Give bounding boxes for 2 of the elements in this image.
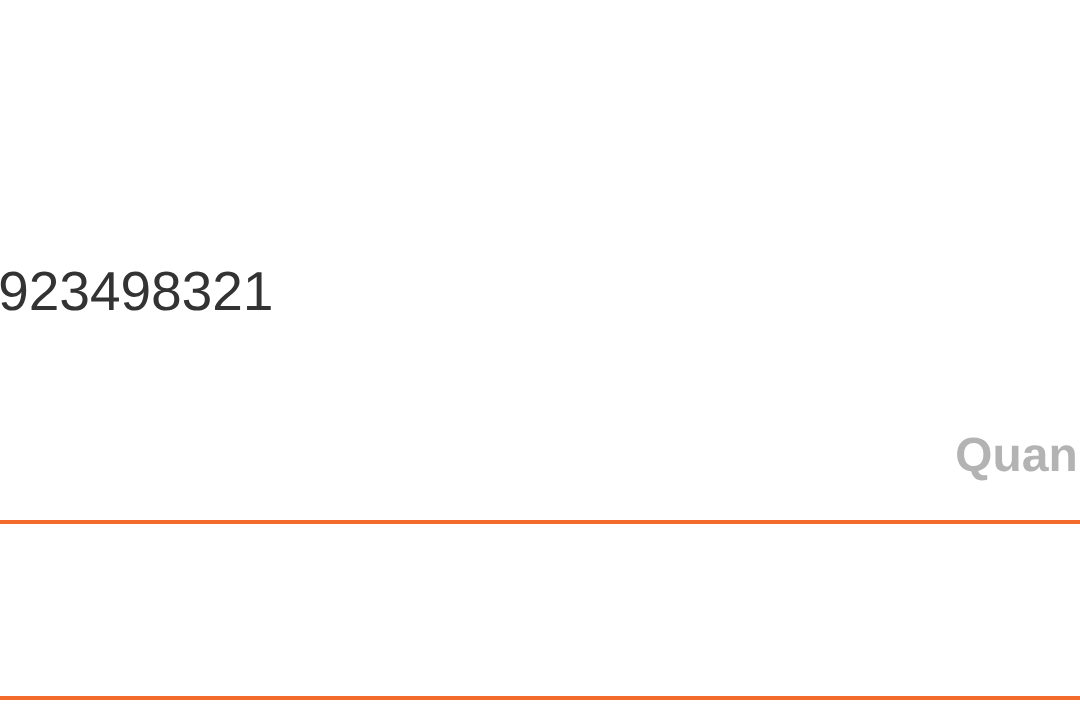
column-heading: Quan — [957, 437, 1075, 481]
number-text: 923498321 — [0, 271, 271, 311]
